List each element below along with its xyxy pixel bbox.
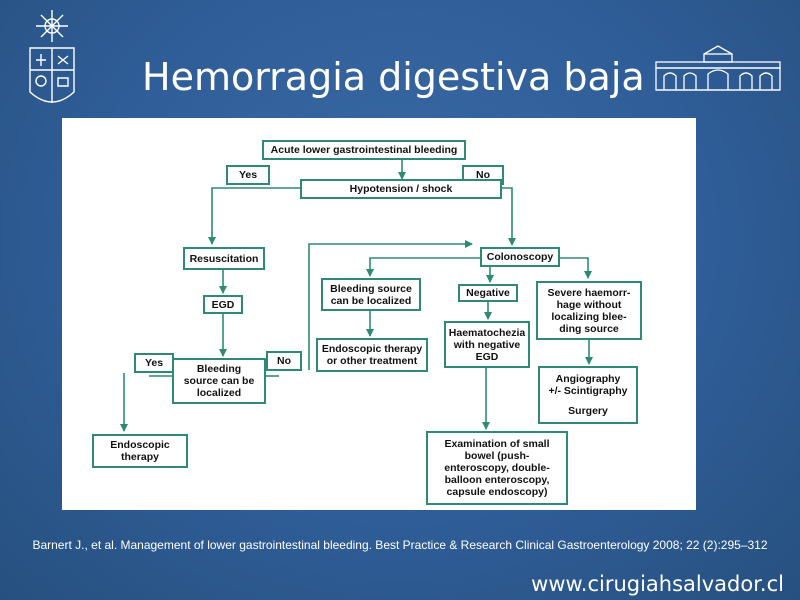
node-hypotension-shock: Hypotension / shock <box>300 179 502 199</box>
slide-title: Hemorragia digestiva baja <box>142 55 645 99</box>
connector-no-colonoscopy-loop <box>308 240 473 370</box>
node-acute-lgi-bleeding: Acute lower gastrointestinal bleeding <box>262 140 466 160</box>
connector-col-localized <box>366 257 482 277</box>
connector-col-severe <box>558 257 592 279</box>
website-url: www.cirugiahsalvador.cl <box>531 572 784 596</box>
flowchart-panel: Acute lower gastrointestinal bleeding Ye… <box>62 118 696 510</box>
node-colonoscopy: Colonoscopy <box>480 247 560 267</box>
node-resuscitation: Resuscitation <box>183 247 265 270</box>
label-yes-left: Yes <box>134 353 174 373</box>
label-yes-top: Yes <box>226 165 270 185</box>
university-crest-logo <box>29 10 75 103</box>
label-no-left: No <box>266 351 302 371</box>
connector-yes-resuscitation <box>208 187 300 245</box>
citation: Barnert J., et al. Management of lower g… <box>32 538 768 552</box>
node-negative: Negative <box>458 284 518 302</box>
flowchart-connectors <box>120 160 593 432</box>
building-illustration <box>655 45 781 91</box>
node-egd: EGD <box>203 295 243 314</box>
connector-no-colonoscopy <box>502 187 516 246</box>
